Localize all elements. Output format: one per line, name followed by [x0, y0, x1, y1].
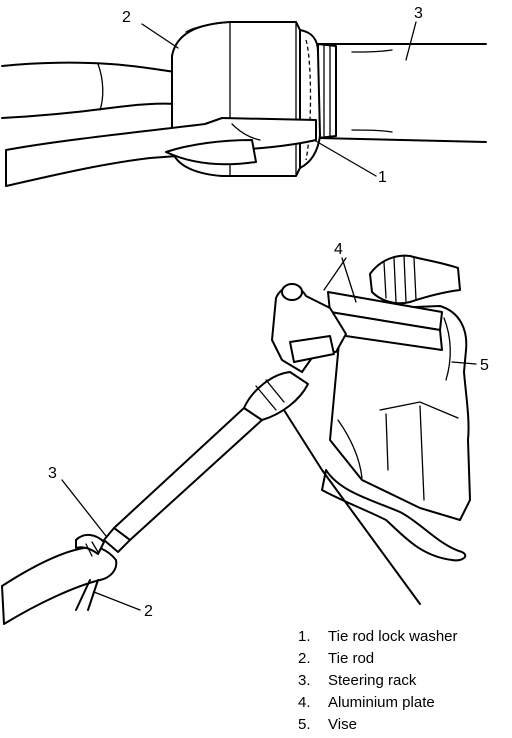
top-view-illustration: 2 3 1 [1, 5, 487, 187]
callout-3-bottom: 3 [48, 465, 57, 482]
callout-5-bottom: 5 [480, 357, 489, 374]
callout-2-bottom: 2 [144, 603, 153, 620]
tie-rod-wrench [1, 545, 118, 625]
vise-setup-illustration: 3 2 4 5 [1, 241, 489, 625]
vise-body [329, 305, 471, 521]
tie-rod-shaft [1, 61, 176, 73]
legend-item: 2.Tie rod [298, 650, 375, 667]
steering-rack-tube [113, 407, 263, 541]
legend-item: 1.Tie rod lock washer [298, 628, 458, 645]
legend-item: 4.Aluminium plate [298, 694, 435, 711]
legend-item: 3.Steering rack [298, 672, 417, 689]
legend-item: 5.Vise [298, 716, 357, 733]
callout-1-top: 1 [378, 169, 387, 186]
callout-3-top: 3 [414, 5, 423, 22]
wrench-jaw [5, 117, 317, 187]
parts-legend: 1.Tie rod lock washer 2.Tie rod 3.Steeri… [298, 626, 458, 736]
callout-4-bottom: 4 [334, 241, 343, 258]
callout-2-top: 2 [122, 9, 131, 26]
